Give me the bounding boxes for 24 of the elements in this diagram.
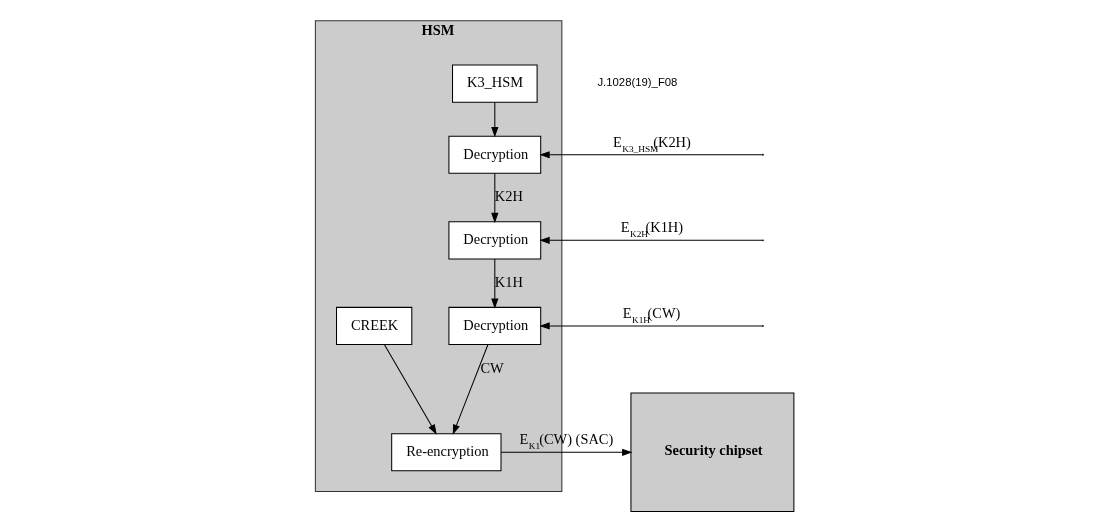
- edge-label: K2H: [494, 188, 523, 205]
- label: J.1028(19)_F08: [596, 76, 677, 89]
- node-box: K3_HSM: [451, 64, 538, 103]
- arrow: [452, 344, 488, 435]
- edge-label: E$_{K3_HSM}$(K2H): [612, 133, 691, 154]
- node-box: Decryption: [447, 135, 541, 174]
- arrow: [500, 448, 632, 456]
- edge-label: CW: [479, 359, 504, 376]
- arrow: [490, 258, 498, 309]
- node-box: Decryption: [447, 221, 541, 260]
- node-box: Re-encryption: [390, 433, 501, 472]
- node-box: Decryption: [447, 306, 541, 345]
- node-box: CREEK: [335, 306, 412, 345]
- edge-label: E$_{K1H}$(CW): [622, 304, 680, 325]
- arrow: [490, 101, 498, 138]
- arrow: [538, 236, 763, 244]
- node-box: Security chipset: [629, 392, 794, 513]
- edge-label: E$_{K1}$(CW) (SAC): [519, 431, 613, 452]
- arrow: [383, 344, 437, 435]
- edge-label: K1H: [494, 273, 523, 290]
- arrow: [490, 173, 498, 224]
- arrow: [538, 322, 763, 330]
- arrow: [538, 151, 763, 159]
- edge-label: E$_{K2H}$(K1H): [620, 219, 683, 240]
